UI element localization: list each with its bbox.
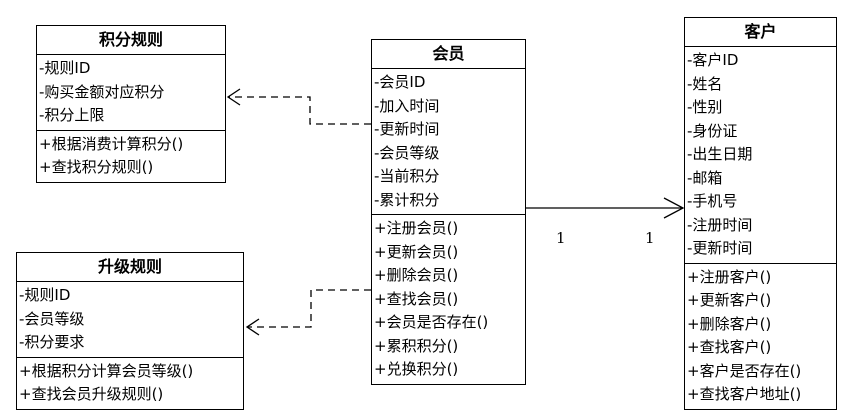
attribute: -性别 [687, 98, 723, 116]
attribute: -规则ID [39, 59, 91, 77]
method: +查找客户() [687, 338, 772, 356]
attribute: -邮箱 [687, 168, 723, 187]
methods-section: +根据积分计算会员等级() +查找会员升级规则() [17, 356, 243, 409]
attribute: -客户ID [687, 51, 739, 69]
method: +更新会员() [374, 242, 459, 261]
attributes-section: -规则ID -购买金额对应积分 -积分上限 [37, 55, 225, 130]
method: +查找会员() [374, 289, 459, 308]
method: +兑换积分() [374, 360, 459, 378]
attribute: -积分上限 [39, 106, 105, 124]
method: +注册会员() [374, 219, 459, 237]
association-arrowhead [663, 197, 685, 219]
method: +查找客户地址() [687, 385, 802, 403]
class-title: 会员 [372, 40, 525, 69]
method: +根据消费计算积分() [39, 134, 184, 153]
class-title: 客户 [685, 18, 836, 47]
attribute: -会员等级 [19, 309, 85, 328]
attribute: -更新时间 [687, 239, 753, 257]
attribute: -姓名 [687, 74, 723, 93]
class-title: 升级规则 [17, 253, 243, 282]
method: +删除客户() [687, 314, 772, 333]
attribute: -累计积分 [374, 190, 440, 209]
attribute: -会员等级 [374, 143, 440, 162]
class-kehu: 客户 -客户ID -姓名 -性别 -身份证 -出生日期 -邮箱 -手机号 -注册… [684, 17, 837, 410]
attributes-section: -规则ID -会员等级 -积分要求 [17, 282, 243, 357]
class-title: 积分规则 [37, 26, 225, 55]
attribute: -更新时间 [374, 120, 440, 138]
dependency-line-shengji [247, 289, 371, 328]
class-shengji-guize: 升级规则 -规则ID -会员等级 -积分要求 +根据积分计算会员等级() +查找… [16, 252, 244, 410]
method: +累积积分() [374, 336, 459, 355]
attribute: -注册时间 [687, 215, 753, 234]
attribute: -加入时间 [374, 96, 440, 115]
method: +更新客户() [687, 291, 772, 309]
association-source-multiplicity: 1 [556, 229, 566, 247]
method: +注册客户() [687, 267, 772, 286]
attribute: -当前积分 [374, 167, 440, 185]
attributes-section: -客户ID -姓名 -性别 -身份证 -出生日期 -邮箱 -手机号 -注册时间 … [685, 47, 836, 263]
attribute: -身份证 [687, 121, 738, 140]
method: +查找积分规则() [39, 158, 154, 176]
association-target-multiplicity: 1 [645, 229, 655, 247]
dependency-line-jifen [228, 96, 371, 125]
dependency-arrowhead-shengji [245, 318, 260, 336]
class-jifen-guize: 积分规则 -规则ID -购买金额对应积分 -积分上限 +根据消费计算积分() +… [36, 25, 226, 183]
attribute: -会员ID [374, 73, 426, 91]
dependency-arrowhead-jifen [226, 88, 241, 106]
class-huiyuan: 会员 -会员ID -加入时间 -更新时间 -会员等级 -当前积分 -累计积分 +… [371, 39, 526, 385]
attribute: -手机号 [687, 192, 738, 210]
methods-section: +注册客户() +更新客户() +删除客户() +查找客户() +客户是否存在(… [685, 262, 836, 409]
methods-section: +注册会员() +更新会员() +删除会员() +查找会员() +会员是否存在(… [372, 214, 525, 384]
attributes-section: -会员ID -加入时间 -更新时间 -会员等级 -当前积分 -累计积分 [372, 69, 525, 214]
attribute: -购买金额对应积分 [39, 82, 165, 101]
method: +查找会员升级规则() [19, 385, 164, 403]
attribute: -出生日期 [687, 145, 753, 163]
method: +会员是否存在() [374, 313, 489, 331]
attribute: -积分要求 [19, 333, 85, 351]
method: +根据积分计算会员等级() [19, 361, 194, 380]
method: +删除会员() [374, 266, 459, 284]
method: +客户是否存在() [687, 361, 802, 380]
methods-section: +根据消费计算积分() +查找积分规则() [37, 129, 225, 182]
attribute: -规则ID [19, 286, 71, 304]
